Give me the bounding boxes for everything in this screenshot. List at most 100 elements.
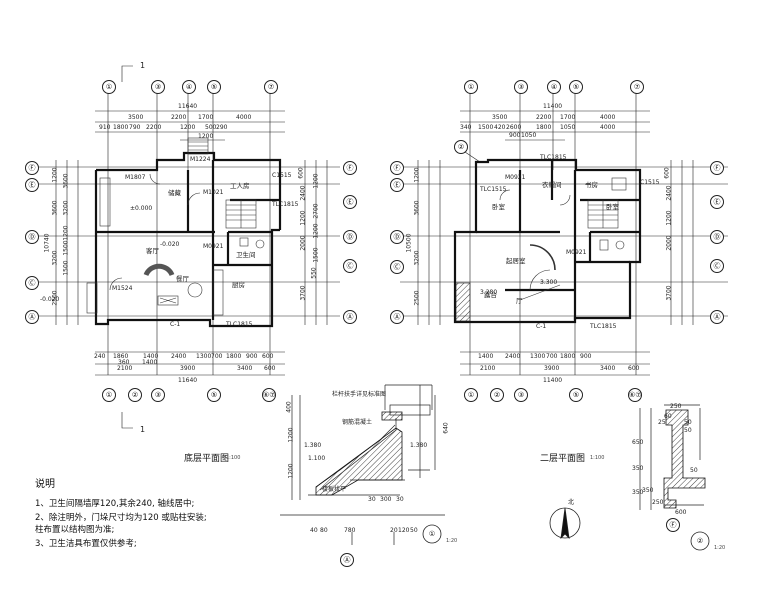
plan2-axis-bubble-right: Ⓐ xyxy=(710,310,724,324)
plan2-dim-left: 3200 xyxy=(413,250,421,266)
plan2-dim-bottom: 1800 xyxy=(560,353,576,360)
plan1-dim-right: 1200 xyxy=(312,223,320,239)
plan1-dim-top: 790 xyxy=(129,124,141,131)
detail2-dim: 250 xyxy=(670,403,682,410)
plan2-opening-label: C-1 xyxy=(536,323,547,330)
detail2-dim: 60 xyxy=(664,413,672,420)
detail2-dim: 50 xyxy=(684,427,692,434)
plan1-scale: 1:100 xyxy=(226,455,241,461)
plan2-dim-right: 3700 xyxy=(665,285,673,301)
plan1-dim-left: 3600 xyxy=(51,200,59,216)
plan1-dim-right: 1200 xyxy=(312,173,320,189)
detail1-dim-left: 1200 xyxy=(287,427,295,443)
plan2-dim-bottom: 3400 xyxy=(600,365,616,372)
plan1-dim-left: 1500 xyxy=(62,240,70,256)
plan1-axis-bubble-left: Ⓐ xyxy=(25,310,39,324)
plan1-axis-bubble-left: Ⓔ xyxy=(25,178,39,192)
plan2-dim-bottom: 3900 xyxy=(544,365,560,372)
plan2-dim-right: 2400 xyxy=(665,185,673,201)
plan1-axis-bubble-left: Ⓒ xyxy=(25,276,39,290)
detail2-concrete xyxy=(663,409,706,509)
plan1-dim-bottom: 3900 xyxy=(180,365,196,372)
plan1-dim-top: 1700 xyxy=(198,114,214,121)
plan1-opening-label: C-1 xyxy=(170,321,181,328)
plan1-axis-bubble-top: ⑤ xyxy=(207,80,221,94)
plan2-dim-right: 2000 xyxy=(665,235,673,251)
plan2-opening-label: M0921 xyxy=(505,174,526,181)
detail1-circle: ① xyxy=(428,530,436,538)
plan2-dim-bottom: 700 xyxy=(546,353,558,360)
plan1-opening-label: TLC1815 xyxy=(272,201,299,208)
plan2-dim-top: 2200 xyxy=(536,114,552,121)
plan2-room-label: 卧室 xyxy=(606,203,619,211)
plan1-dim-left: 3200 xyxy=(51,250,59,266)
plan2-axis-bubble-top: ⑦ xyxy=(630,80,644,94)
plan1-axis-bubble-right: Ⓐ xyxy=(343,310,357,324)
detail2-dim: 350 xyxy=(632,465,644,472)
plan1-dim-top: 4000 xyxy=(236,114,252,121)
plan2-level-mark: 3.280 xyxy=(480,289,498,296)
plan2-title: 二层平面图 xyxy=(540,454,586,464)
plan1-dim-left: 1200 xyxy=(51,167,59,183)
plan2-scale: 1:100 xyxy=(590,455,605,461)
plan2-dim-bottom: 2400 xyxy=(505,353,521,360)
detail1-dim-bottom: 20 xyxy=(390,527,398,534)
plan1-dim-top: 1800 xyxy=(113,124,129,131)
plan1-dim-bottom: 3400 xyxy=(237,365,253,372)
detail2-dim: 50 xyxy=(684,419,692,426)
plan2-dim-left: 2500 xyxy=(413,290,421,306)
plan1-dim-top: 2200 xyxy=(146,124,162,131)
plan2-axis-bubble-top: ⑤ xyxy=(569,80,583,94)
notes-item: 3、卫生洁具布置仅供参考; xyxy=(35,539,137,549)
detail1-axis: Ⓐ xyxy=(340,553,354,567)
plan2-dim-top: 420 xyxy=(494,124,506,131)
plan1-linework xyxy=(38,65,340,429)
notes-item: 2、除注明外，门垛尺寸均为120 或贴柱安装; xyxy=(35,513,207,523)
detail1-level: 1.380 xyxy=(304,442,322,449)
detail1-annotation: 栏杆扶手详见标准图 xyxy=(332,391,387,398)
plan1-room-label: 工人房 xyxy=(230,182,250,190)
plan2-axis-bubble-left: Ⓓ xyxy=(390,230,404,244)
plan1-dim-right: 3700 xyxy=(299,285,307,301)
plan1-dim-left: 3200 xyxy=(62,200,70,216)
detail1-dim-bottom: 120 xyxy=(398,527,410,534)
plan2-dim-right: 1200 xyxy=(665,210,673,226)
detail2-dim: 650 xyxy=(632,439,644,446)
plan1-dim-top-3: 1200 xyxy=(198,133,214,140)
plan1-room-label: 厨房 xyxy=(232,281,245,289)
plan1-dim-bottom: 360 xyxy=(118,359,130,366)
plan2-room-label: 衣帽间 xyxy=(542,181,562,189)
plan2-axis-bubble-right: Ⓓ xyxy=(710,230,724,244)
plan1-dim-right: 2000 xyxy=(299,235,307,251)
plan1-dim-bottom: 2400 xyxy=(171,353,187,360)
plan2-axis-bubble-left: Ⓐ xyxy=(390,310,404,324)
plan1-opening-label: M1021 xyxy=(203,189,224,196)
plan1-opening-label: M1807 xyxy=(125,174,146,181)
plan2-room-label: 露台 xyxy=(484,291,497,299)
detail1-dim-inner: 30 xyxy=(368,496,376,503)
plan2-axis-bubble-left: Ⓕ xyxy=(390,161,404,175)
detail2-dim: 50 xyxy=(690,467,698,474)
plan2-opening-label: M0921 xyxy=(566,249,587,256)
plan1-axis-bubble-top: ③ xyxy=(151,80,165,94)
detail1-dim-bottom: 780 xyxy=(344,527,356,534)
detail1-dim-inner: 300 xyxy=(380,496,392,503)
plan2-section-circle: ② xyxy=(454,140,468,154)
plan1-dim-bottom: 1800 xyxy=(226,353,242,360)
plan2-axis-bubble-left: Ⓔ xyxy=(390,178,404,192)
plan1-opening-label: M1224 xyxy=(190,156,211,163)
plan2-fixtures xyxy=(455,177,627,322)
plan2-axis-bubble-top: ① xyxy=(464,80,478,94)
plan2-dim-top: 1800 xyxy=(536,124,552,131)
plan2-dim-top: 900 xyxy=(509,132,521,139)
plan1-dim-right: 550 xyxy=(310,267,318,279)
plan1-dim-total-top: 11640 xyxy=(178,103,198,110)
plan2-dim-bottom: 600 xyxy=(628,365,640,372)
plan1-opening-label: TLC1815 xyxy=(226,321,253,328)
plan1-axis-bubble-bottom: ① xyxy=(102,388,116,402)
plan2-dim-top: 3500 xyxy=(492,114,508,121)
plan1-dim-bottom: 2100 xyxy=(117,365,133,372)
plan1-room-label: 卫生间 xyxy=(236,251,256,259)
